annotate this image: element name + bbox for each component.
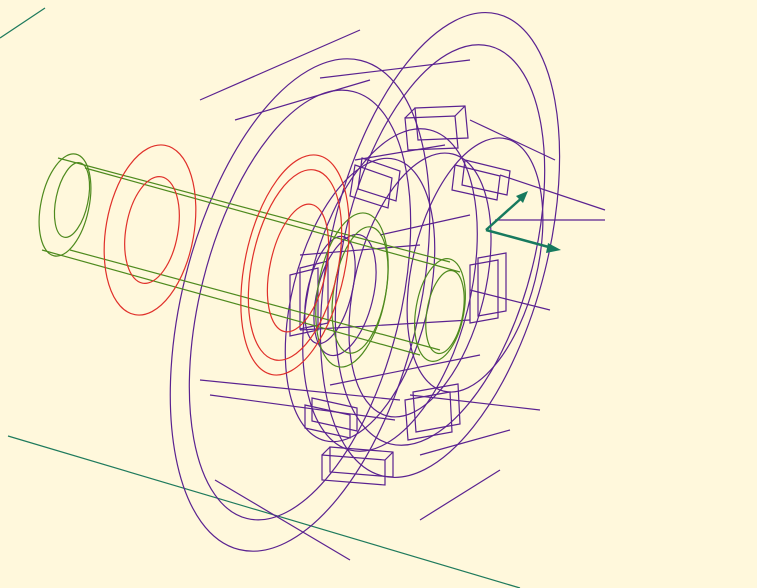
triad-y-axis-arrow (485, 194, 526, 231)
wireframe-edge (311, 397, 358, 432)
shaft-edge-bottom-2 (69, 249, 441, 351)
shaft-collar-back-inner (425, 269, 465, 355)
wireframe-edge (469, 259, 499, 324)
wireframe-edge (304, 404, 351, 439)
wireframe-edge (321, 446, 331, 456)
wireframe-edge (199, 29, 361, 101)
bolt-lug-top (404, 105, 469, 151)
wireframe-edge (289, 267, 319, 337)
housing-assembly[interactable] (125, 0, 606, 578)
wireframe-edge (499, 174, 606, 211)
wireframe-edge (329, 354, 481, 386)
wireframe-edge (404, 391, 453, 441)
wireframe-edge (384, 451, 394, 461)
bolt-lug-upper-left (349, 157, 401, 209)
wireframe-edge (419, 429, 511, 456)
flange-rings[interactable] (92, 138, 367, 385)
shaft-end-inner (53, 162, 91, 238)
shaft-end-outer (38, 153, 92, 257)
reference-lines (0, 7, 521, 588)
bolt-lug-bottom (321, 446, 394, 486)
triad-x-arrowhead (546, 243, 561, 253)
wireframe-edge (477, 252, 507, 317)
hub-ring-rear (406, 137, 544, 393)
wireframe-edge (469, 289, 551, 311)
bolt-lug-lower-left (304, 397, 358, 439)
wireframe-edge (409, 394, 541, 411)
triad-x-axis-arrow (485, 228, 557, 251)
wireframe-edge (299, 319, 471, 331)
bolt-lug-lower-right (404, 383, 461, 441)
housing-inner-rim-front (188, 89, 412, 521)
wireframe-edge (209, 394, 396, 421)
wireframe-edge (319, 59, 471, 79)
triad-y-arrowhead (516, 191, 528, 203)
flange-ring-center-inner (266, 203, 330, 333)
wireframe-edge (469, 119, 556, 161)
wireframe-edge (321, 454, 386, 486)
wireframe-edge (419, 469, 501, 521)
bolt-lug-right (469, 252, 507, 324)
hub-ring-back (348, 152, 492, 418)
wireframe-edge (404, 115, 459, 151)
flange-ring-left-outer (103, 144, 197, 316)
wireframe-edge (414, 105, 469, 141)
reference-line-top-left (0, 7, 46, 39)
wireframe-edge (454, 105, 466, 117)
bolt-lug-upper-right (451, 159, 511, 201)
wireframe-edge (214, 479, 351, 561)
wireframe-edge (349, 164, 393, 209)
coordinate-triad[interactable] (485, 191, 561, 253)
wireframe-edge (404, 107, 416, 119)
wireframe-edge (299, 244, 421, 256)
wireframe-edge (234, 79, 371, 121)
wireframe-edge (451, 164, 501, 201)
shaft-collar-back (414, 258, 466, 362)
reference-line-bottom (7, 435, 521, 588)
wireframe-edge (379, 214, 471, 236)
flange-ring-center-outer (240, 154, 350, 376)
housing-inner-rim-back (334, 44, 546, 446)
wireframe-edge (329, 446, 394, 478)
housing-outer-rim-front (169, 58, 431, 552)
wireframe-edge (461, 159, 511, 196)
wireframe-edge (357, 157, 401, 202)
wireframe-edge (412, 383, 461, 433)
wireframe-edge (354, 144, 446, 161)
wireframe-edge (199, 379, 401, 401)
bore-ring-b (304, 235, 356, 345)
flange-ring-left-inner (124, 176, 180, 284)
shaft-edge-top-2 (84, 167, 461, 273)
flange-ring-center-mid (247, 169, 343, 361)
